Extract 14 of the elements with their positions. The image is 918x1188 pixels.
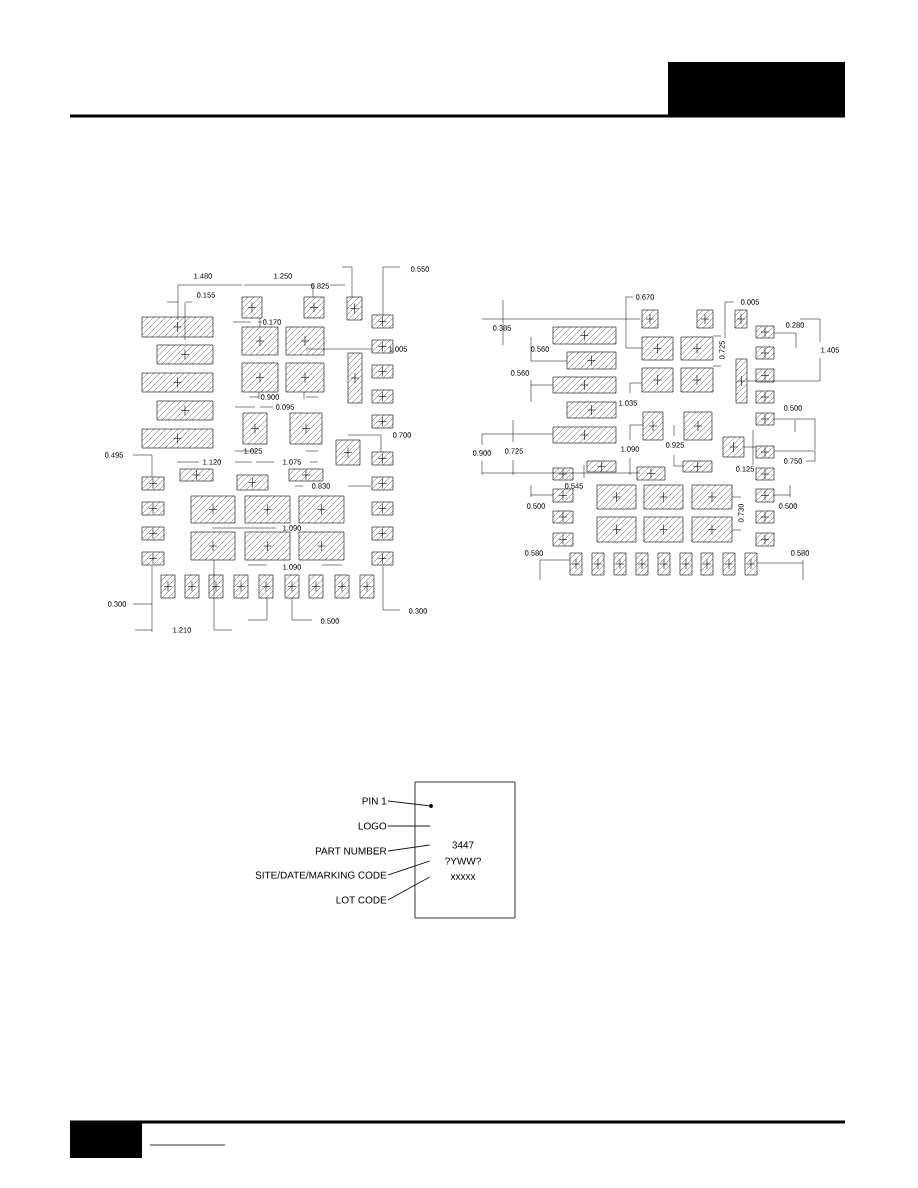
leader-line [387, 800, 430, 807]
callout-label: SITE/DATE/MARKING CODE [255, 871, 387, 879]
callout-label: PIN 1 [362, 797, 387, 805]
package-text: 3447 [452, 841, 474, 849]
leader-line [387, 825, 431, 827]
leader-line [387, 844, 431, 852]
callout-label: PART NUMBER [315, 847, 387, 855]
callout-label: LOT CODE [336, 896, 387, 904]
package-outline [414, 781, 516, 919]
callout-label: LOGO [358, 822, 387, 830]
leader-line [387, 876, 431, 901]
leader-line [387, 860, 431, 876]
package-text: ?YWW? [445, 857, 481, 865]
package-text: xxxxx [450, 874, 476, 880]
